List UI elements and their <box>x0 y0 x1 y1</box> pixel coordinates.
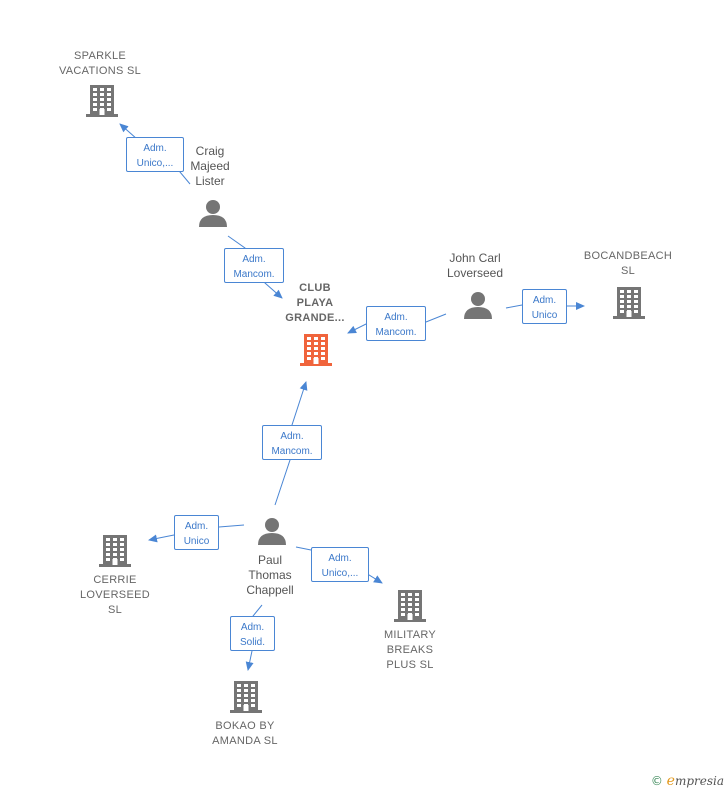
node-label-military[interactable]: MILITARY BREAKS PLUS SL <box>383 629 437 671</box>
edge-label-john-club[interactable]: Adm. Mancom. <box>366 306 426 341</box>
person-icon-paul[interactable] <box>258 518 286 545</box>
node-label-paul[interactable]: Paul Thomas Chappell <box>246 553 294 597</box>
person-icon-craig[interactable] <box>199 200 227 227</box>
edge-label-paul-club[interactable]: Adm. Mancom. <box>262 425 322 460</box>
copyright-symbol: © <box>650 774 663 788</box>
node-label-craig[interactable]: Craig Majeed Lister <box>190 144 230 188</box>
edge-label-paul-military[interactable]: Adm. Unico,... <box>311 547 369 582</box>
node-label-cerrie[interactable]: CERRIE LOVERSEED SL <box>80 574 150 616</box>
node-label-sparkle[interactable]: SPARKLE VACATIONS SL <box>58 50 142 77</box>
building-icon-club[interactable] <box>300 334 332 366</box>
building-icon-military[interactable] <box>394 590 426 622</box>
node-label-john[interactable]: John Carl Loverseed <box>446 251 504 280</box>
building-icon-bocand[interactable] <box>613 287 645 319</box>
brand-initial: e <box>666 773 675 789</box>
brand-name: mpresia <box>674 774 724 788</box>
building-icon-bokao[interactable] <box>230 681 262 713</box>
node-label-club[interactable]: CLUB PLAYA GRANDE... <box>285 282 345 324</box>
edge-label-paul-bokao[interactable]: Adm. Solid. <box>230 616 275 651</box>
brand-watermark: © empresia <box>651 773 724 789</box>
edge-label-craig-club[interactable]: Adm. Mancom. <box>224 248 284 283</box>
node-label-bocand[interactable]: BOCANDBEACH SL <box>583 250 673 277</box>
person-icon-john[interactable] <box>464 292 492 319</box>
edge-label-craig-sparkle[interactable]: Adm. Unico,... <box>126 137 184 172</box>
node-label-bokao[interactable]: BOKAO BY AMANDA SL <box>212 720 278 747</box>
building-icon-sparkle[interactable] <box>86 85 118 117</box>
edge-label-paul-cerrie[interactable]: Adm. Unico <box>174 515 219 550</box>
edge-label-john-bocand[interactable]: Adm. Unico <box>522 289 567 324</box>
building-icon-cerrie[interactable] <box>99 535 131 567</box>
